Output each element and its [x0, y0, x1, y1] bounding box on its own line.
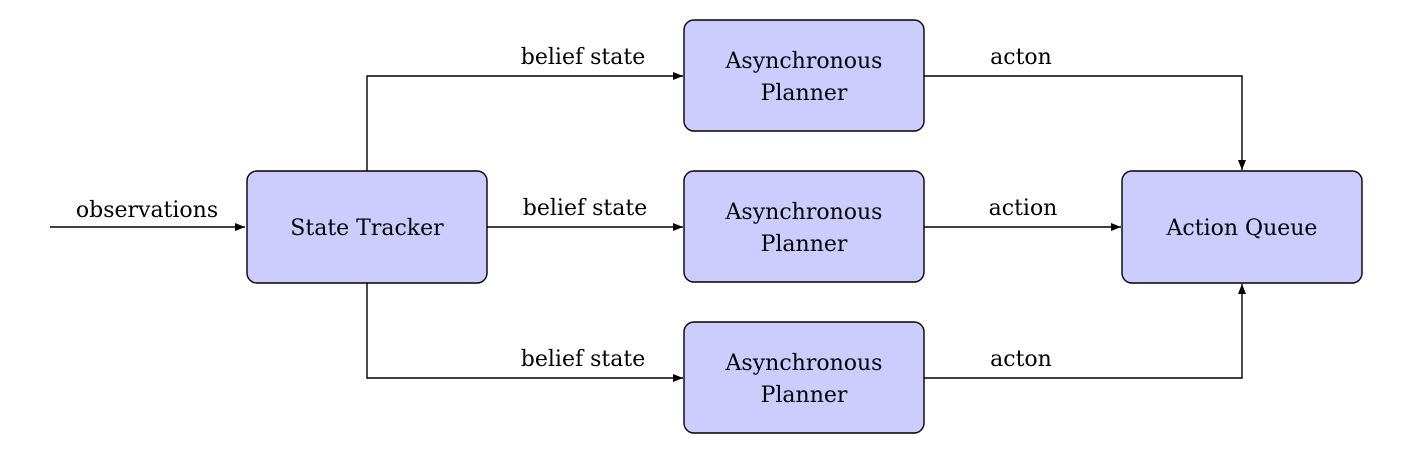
label-observations: observations — [76, 198, 218, 223]
label-belief-state-bottom: belief state — [521, 347, 645, 372]
planner-top-node: Asynchronous Planner — [683, 19, 925, 132]
edge-bottom-planner-to-queue — [924, 284, 1246, 379]
state-tracker-label: State Tracker — [290, 216, 444, 241]
edge-tracker-to-bottom-planner — [366, 283, 683, 382]
planner-bottom-node: Asynchronous Planner — [683, 321, 925, 434]
action-queue-label: Action Queue — [1166, 216, 1318, 241]
edge-tracker-to-top-planner — [366, 72, 683, 171]
planner-bottom-line1: Asynchronous — [725, 351, 883, 376]
planner-middle-line2: Planner — [761, 232, 848, 257]
label-acton-bottom: acton — [990, 347, 1052, 372]
label-belief-state-top: belief state — [521, 45, 645, 70]
planner-middle-line1: Asynchronous — [725, 200, 883, 225]
planner-bottom-line2: Planner — [761, 383, 848, 408]
label-acton-top: acton — [990, 45, 1052, 70]
label-action-middle: action — [989, 196, 1058, 221]
planner-top-line1: Asynchronous — [725, 49, 883, 74]
label-belief-state-middle: belief state — [523, 196, 647, 221]
state-tracker-node: State Tracker — [246, 170, 488, 284]
action-queue-node: Action Queue — [1121, 170, 1363, 284]
planner-middle-node: Asynchronous Planner — [683, 170, 925, 283]
edge-top-planner-to-queue — [924, 75, 1246, 170]
planner-top-line2: Planner — [761, 81, 848, 106]
